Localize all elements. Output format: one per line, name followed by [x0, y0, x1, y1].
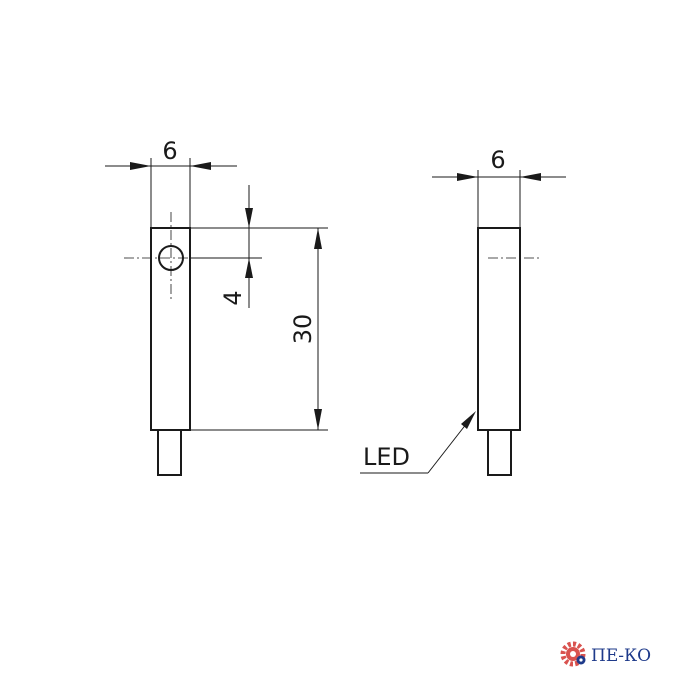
dimension-body-length-label: 30	[289, 314, 317, 345]
dimension-left-width: 6	[105, 137, 237, 228]
dimension-right-width: 6	[432, 146, 566, 228]
side-view-cable	[487, 429, 512, 476]
front-view-cable	[157, 429, 182, 476]
logo-text: ПЕ-КО	[591, 646, 651, 666]
dimension-left-width-label: 6	[162, 137, 177, 165]
led-callout: LED	[360, 411, 476, 474]
dimension-hole-offset-label: 4	[219, 290, 247, 305]
dimension-hole-offset: 4	[190, 185, 262, 308]
dimension-body-length: 30	[190, 227, 328, 431]
dimension-right-width-label: 6	[490, 146, 505, 174]
side-view	[477, 227, 540, 476]
led-callout-label: LED	[363, 443, 410, 471]
gear-icon	[560, 641, 586, 667]
front-view	[124, 212, 208, 476]
company-logo: ПЕ-КО	[560, 641, 651, 667]
